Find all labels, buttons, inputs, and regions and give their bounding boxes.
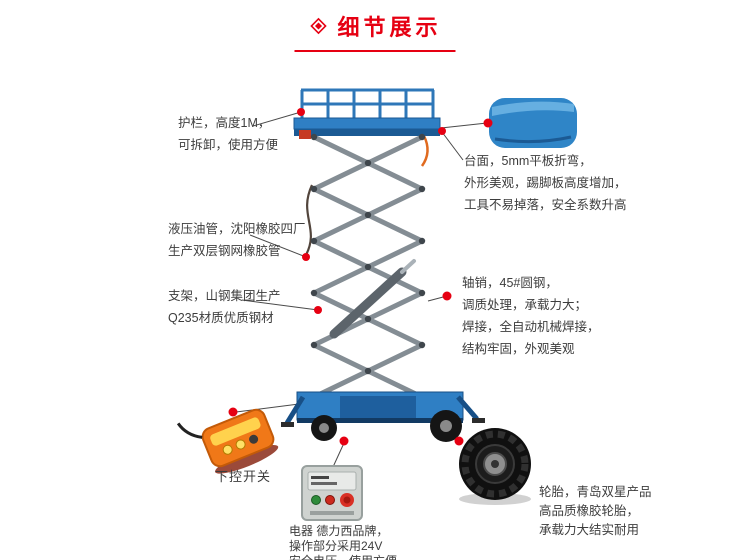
diamond-ornament-icon <box>308 16 328 36</box>
platform-control-box <box>299 130 311 139</box>
callout-hydraulic-hose-label: 液压油管，沈阳橡胶四厂 生产双层钢网橡胶管 <box>168 222 306 258</box>
remote-cable <box>176 422 203 439</box>
callout-electric-label: 电器 德力西品牌， 操作部分采用24V 安全电压，使用方便 <box>289 524 397 560</box>
outrigger-foot-left <box>281 422 294 427</box>
callout-platform-deck-label: 台面，5mm平板折弯， 外形美观，踢脚板高度增加， 工具不易掉落，安全系数升高 <box>464 154 627 212</box>
scissor-lift-illustration <box>281 88 485 442</box>
detail-photo-control-panel <box>301 465 363 521</box>
panel-green-button <box>311 495 321 505</box>
lift-hydraulic-cylinder <box>329 259 416 339</box>
callout-guardrail-label: 护栏，高度1M， 可拆卸，使用方便 <box>178 116 279 152</box>
outrigger-foot-right <box>472 418 485 423</box>
lift-guardrail <box>300 88 435 118</box>
panel-red-button <box>325 495 335 505</box>
detail-photo-tire <box>459 428 531 505</box>
callout-support-frame-label: 支架，山钢集团生产 Q235材质优质钢材 <box>168 289 281 325</box>
detail-photo-remote <box>176 408 279 474</box>
callout-marker-dots <box>228 108 493 446</box>
lift-chassis <box>281 391 485 442</box>
lift-hydraulic-hose <box>305 184 313 256</box>
page-title-bar: 细节展示 <box>294 8 456 52</box>
platform-cable <box>420 135 429 167</box>
detail-photo-platform-edge <box>489 98 577 148</box>
callout-lower-control-label: 下控开关 <box>215 469 272 484</box>
callout-axle-pin-weld-label: 轴销，45#圆钢， 调质处理，承载力大； 焊接，全自动机械焊接， 结构牢固，外观… <box>462 276 600 356</box>
callout-tire-label: 轮胎，青岛双星产品 高品质橡胶轮胎， 承载力大结实耐用 <box>539 485 652 537</box>
page-title: 细节展示 <box>337 15 442 40</box>
lift-platform-deck <box>293 117 441 167</box>
